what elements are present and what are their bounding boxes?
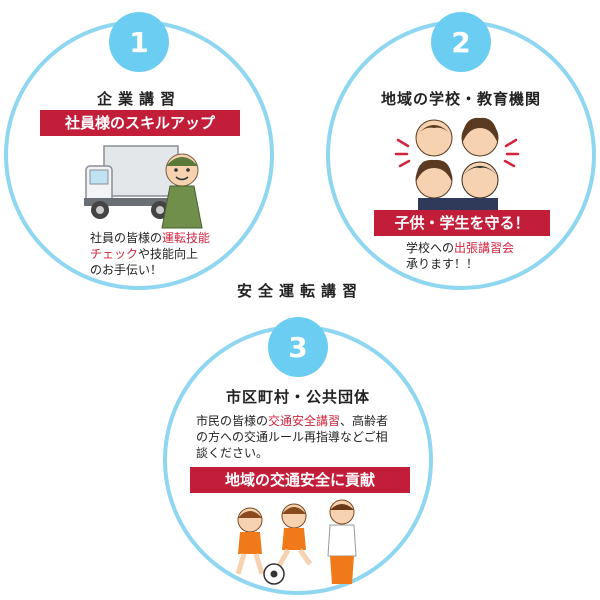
truck-driver-illustration xyxy=(84,145,203,229)
ribbon-label: 地域の交通安全に貢献 xyxy=(190,467,410,493)
section-description: 社員の皆様の運転技能 チェックや技能向上 のお手伝い！ xyxy=(90,231,211,277)
children-soccer-illustration xyxy=(235,499,357,585)
section-heading: 企業講習 xyxy=(96,90,181,108)
section-description: 市民の皆様の交通安全講習、高齢者 の方への交通ルール再指導などご相 談ください。 xyxy=(196,414,389,460)
number-badge: 2 xyxy=(431,12,491,72)
section-heading: 地域の学校・教育機関 xyxy=(380,90,541,108)
number-badge: 3 xyxy=(268,317,328,377)
ribbon-label: 子供・学生を守る！ xyxy=(374,210,550,236)
center-title: 安全運転講習 xyxy=(236,282,363,300)
section-heading: 市区町村・公共団体 xyxy=(225,388,370,406)
number-badge: 1 xyxy=(109,12,169,72)
ribbon-label: 社員様のスキルアップ xyxy=(40,110,240,136)
section-description: 学校への出張講習会 承ります！！ xyxy=(406,241,515,271)
students-illustration xyxy=(394,117,520,210)
